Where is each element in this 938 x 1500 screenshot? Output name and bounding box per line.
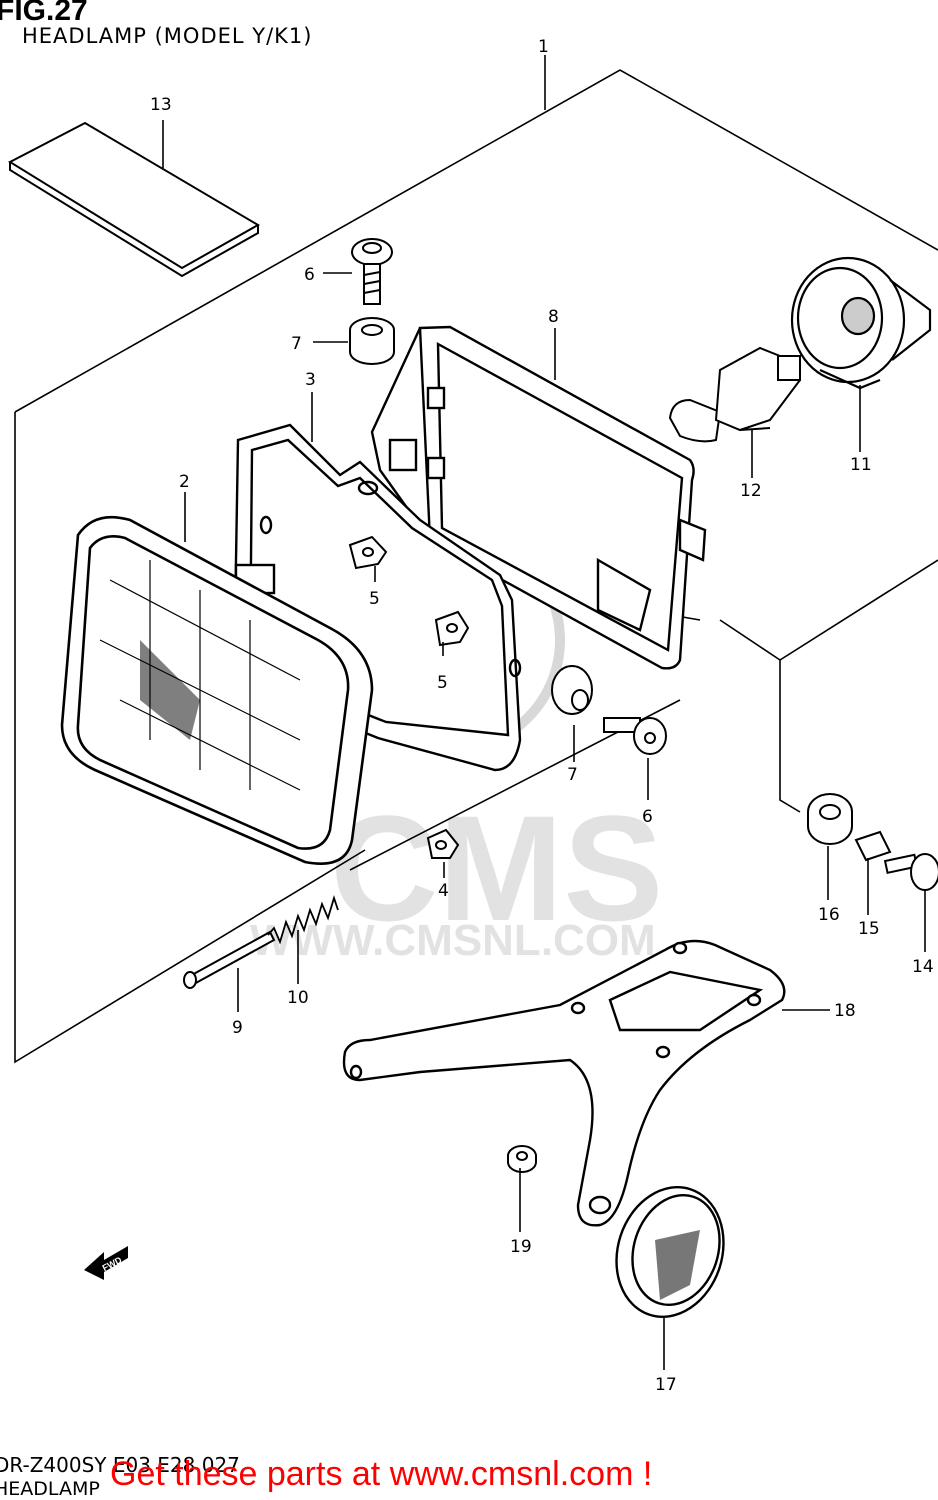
clip-nut-part-lower — [426, 828, 460, 859]
leader-lines — [162, 55, 926, 1370]
rubber-damper-part — [807, 793, 853, 845]
promo-link[interactable]: Get these parts at www.cmsnl.com ! — [110, 1455, 653, 1493]
callout-18: 18 — [834, 1001, 856, 1021]
grommet-part-side — [550, 665, 594, 715]
callout-19: 19 — [510, 1237, 532, 1257]
clip-nut-part-upper — [348, 535, 388, 570]
reflector-part — [615, 1186, 725, 1318]
footer-name: HEADLAMP — [0, 1478, 100, 1500]
watermark: CMS WWW.CMSNL.COM — [250, 525, 663, 965]
callout-10: 10 — [287, 988, 309, 1008]
headlamp-unit-part — [60, 515, 374, 865]
callout-15: 15 — [858, 919, 880, 939]
clip-nut-part-middle — [434, 610, 470, 647]
callout-6: 6 — [642, 807, 653, 827]
fwd-arrow-icon: FWD — [84, 1246, 128, 1280]
grommet-part-top — [349, 317, 395, 365]
callout-6: 6 — [304, 265, 315, 285]
figure-subtitle: HEADLAMP (MODEL Y/K1) — [22, 24, 313, 48]
watermark-url: WWW.CMSNL.COM — [250, 916, 656, 965]
callout-12: 12 — [740, 481, 762, 501]
callout-11: 11 — [850, 455, 872, 475]
screw-part-side — [603, 717, 667, 755]
headlamp-bulb-part — [668, 346, 802, 443]
callout-1: 1 — [538, 37, 549, 57]
callout-5: 5 — [369, 589, 380, 609]
callout-13: 13 — [150, 95, 172, 115]
figure-title: FIG.27 — [0, 0, 88, 27]
adjust-bolt-part — [183, 930, 276, 989]
sticker-pad-part — [7, 121, 260, 278]
callout-4: 4 — [438, 881, 449, 901]
collar-part — [854, 830, 892, 862]
callout-16: 16 — [818, 905, 840, 925]
stay-nut-part — [507, 1145, 537, 1173]
callout-17: 17 — [655, 1375, 677, 1395]
model-code: DR-Z400SY E03 E28 027 — [0, 1453, 240, 1477]
spring-part — [267, 895, 339, 945]
headlamp-housing-part — [370, 325, 707, 670]
callout-5: 5 — [437, 673, 448, 693]
callout-numbers: 1 13 6 7 3 8 2 5 5 7 6 4 11 12 16 15 14 … — [150, 37, 934, 1395]
callout-7: 7 — [567, 765, 578, 785]
callout-7: 7 — [291, 334, 302, 354]
socket-cover-part — [790, 256, 932, 390]
callout-9: 9 — [232, 1018, 243, 1038]
callout-14: 14 — [912, 957, 934, 977]
bolt-part — [883, 853, 938, 891]
callout-3: 3 — [305, 370, 316, 390]
screw-part-top — [351, 238, 393, 305]
callout-2: 2 — [179, 472, 190, 492]
headlamp-stay-part — [342, 939, 786, 1227]
callout-8: 8 — [548, 307, 559, 327]
watermark-logo: CMS — [330, 784, 663, 952]
